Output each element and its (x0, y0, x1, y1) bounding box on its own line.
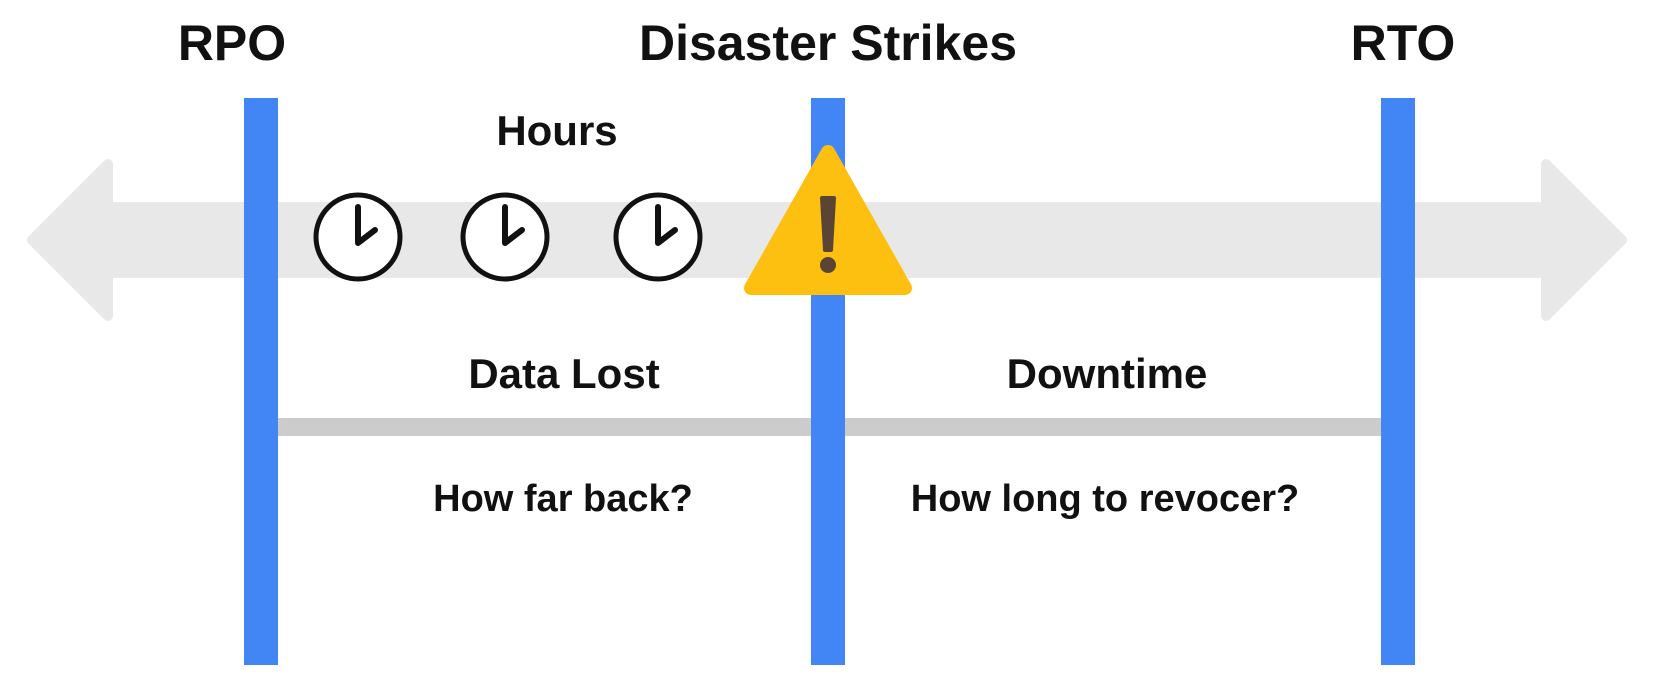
exclamation-mark (820, 196, 836, 252)
disaster-strikes-label: Disaster Strikes (638, 15, 1018, 71)
downtime-label: Downtime (1006, 350, 1208, 397)
how-far-back-label: How far back? (433, 478, 693, 520)
rpo-marker-bar (244, 98, 278, 665)
rto-marker-bar (1381, 98, 1415, 665)
clock-icon (313, 192, 403, 282)
hours-label: Hours (496, 107, 618, 154)
data-lost-label: Data Lost (468, 350, 660, 397)
how-long-to-recover-label: How long to revocer? (910, 478, 1300, 520)
rpo-label: RPO (177, 15, 287, 71)
clock-icon (613, 192, 703, 282)
exclamation-dot (820, 257, 836, 273)
rto-label: RTO (1350, 15, 1456, 71)
clock-icon (460, 192, 550, 282)
warning-triangle-icon (744, 145, 912, 295)
